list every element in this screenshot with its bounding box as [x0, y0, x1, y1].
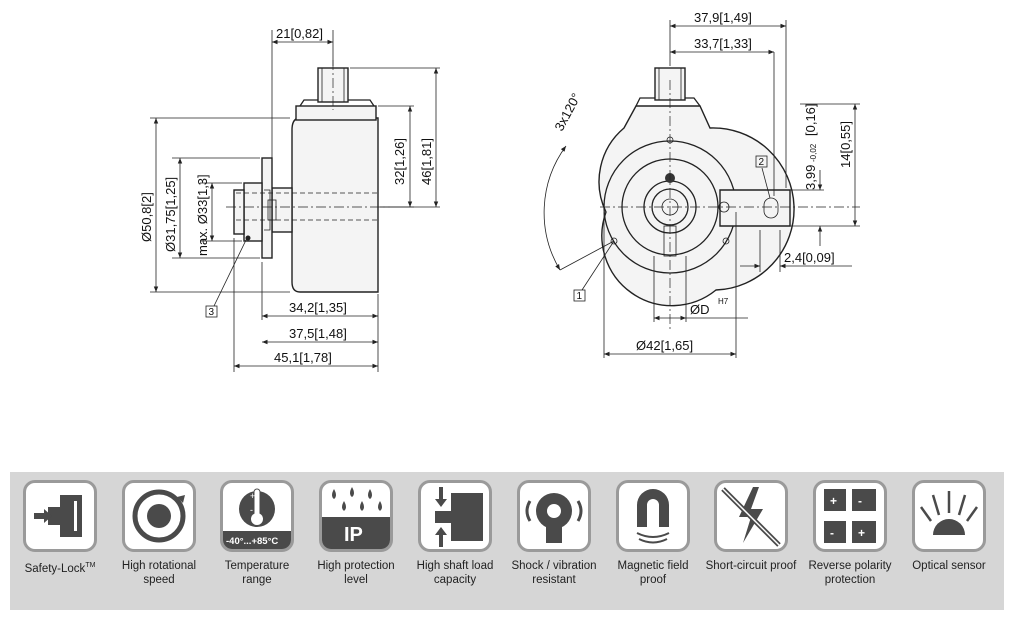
dim-angle: 3x120° [551, 90, 583, 133]
shaft-load-icon [418, 480, 492, 552]
feature-rotational-speed: High rotational speed [112, 480, 206, 587]
dim-dia-42: Ø42[1,65] [636, 338, 693, 353]
feature-shock-vibration: Shock / vibration resistant [507, 480, 601, 587]
feature-label: High shaft load capacity [416, 560, 494, 586]
svg-text:-: - [250, 505, 253, 515]
feature-label: Safety-Lock [24, 562, 86, 575]
safety-lock-icon [23, 480, 97, 552]
feature-label: Short-circuit proof [705, 560, 797, 572]
dim-32: 32[1,26] [392, 138, 407, 185]
lightning-icon [714, 480, 788, 552]
svg-text:-: - [858, 494, 862, 508]
feature-label: Temperature range [224, 560, 290, 586]
magnet-icon [616, 480, 690, 552]
dim-dia-d-fit: H7 [718, 297, 729, 306]
dim-45-1: 45,1[1,78] [274, 350, 332, 365]
svg-text:+: + [858, 526, 865, 540]
feature-shaft-load: High shaft load capacity [408, 480, 502, 587]
feature-safety-lock: Safety-LockTM [13, 480, 107, 576]
dim-14: 14[0,55] [838, 121, 853, 168]
side-view: 3 21[0,82] 32[1,26] 46[1,81] Ø50,8[2] Ø3… [139, 26, 440, 372]
feature-label: Magnetic field proof [617, 560, 689, 586]
svg-text:-: - [830, 526, 834, 540]
feature-temperature-range: + - -40°...+85°C Temperature range [210, 480, 304, 587]
dim-37-5: 37,5[1,48] [289, 326, 347, 341]
feature-short-circuit: Short-circuit proof [704, 480, 798, 573]
callout-1: 1 [577, 291, 583, 302]
feature-optical-sensor: Optical sensor [902, 480, 996, 573]
dim-max-dia-33: max. Ø33[1,3] [195, 174, 210, 256]
dim-33-7: 33,7[1,33] [694, 36, 752, 51]
vibration-icon [517, 480, 591, 552]
dim-34-2: 34,2[1,35] [289, 300, 347, 315]
dim-dia-d: ØD [690, 302, 710, 317]
svg-text:+: + [250, 491, 255, 501]
feature-label: High protection level [317, 560, 395, 586]
feature-label: Reverse polarity protection [808, 560, 892, 586]
feature-protection-level: IP High protection level [309, 480, 403, 587]
feature-label: Shock / vibration resistant [511, 560, 597, 586]
dim-21: 21[0,82] [276, 26, 323, 41]
dim-3-99: 3,99 [803, 165, 818, 190]
feature-magnetic-proof: Magnetic field proof [606, 480, 700, 587]
technical-drawing: 3 21[0,82] 32[1,26] 46[1,81] Ø50,8[2] Ø3… [139, 10, 860, 372]
dim-37-9: 37,9[1,49] [694, 10, 752, 25]
ip-badge: IP [344, 524, 363, 546]
droplets-icon: IP [319, 480, 393, 552]
feature-label-sup: TM [85, 562, 96, 569]
optical-sensor-icon [912, 480, 986, 552]
feature-icon-strip: Safety-LockTM High rotational speed + - … [10, 472, 1004, 610]
dim-3-99-in: [0,16] [803, 103, 818, 136]
feature-label: High rotational speed [121, 560, 197, 586]
feature-reverse-polarity: + - - + Reverse polarity protection [803, 480, 897, 587]
temperature-badge: -40°...+85°C [226, 536, 278, 547]
thermometer-icon: + - -40°...+85°C [220, 480, 294, 552]
dim-dia-31-75: Ø31,75[1,25] [163, 177, 178, 252]
callout-2: 2 [759, 157, 765, 168]
dim-2-4: 2,4[0,09] [784, 250, 835, 265]
rotation-icon [122, 480, 196, 552]
front-view: 1 2 37,9[1,49] 33,7[1,33] 3x120° 3,99 -0… [543, 10, 860, 358]
dim-46: 46[1,81] [419, 138, 434, 185]
polarity-icon: + - - + [813, 480, 887, 552]
feature-label: Optical sensor [912, 560, 986, 572]
callout-3: 3 [209, 307, 215, 318]
dim-dia-50-8: Ø50,8[2] [139, 192, 154, 242]
dim-3-99-tol: -0,02 [809, 143, 818, 162]
svg-text:+: + [830, 494, 837, 508]
